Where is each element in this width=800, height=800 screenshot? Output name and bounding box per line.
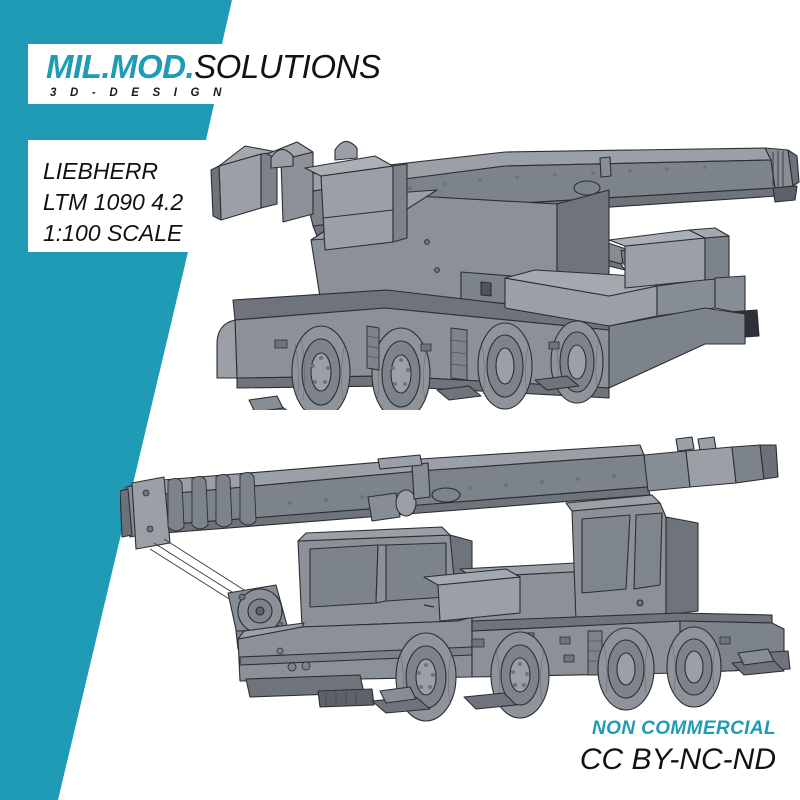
model-render-side-view [120,436,791,722]
logo-wordmark: MIL.MOD.SOLUTIONS [46,50,448,83]
spec-manufacturer: LIEBHERR [43,158,159,184]
teal-block-top [0,0,232,44]
license-block: NON COMMERCIAL CC BY-NC-ND [580,716,776,778]
model-spec-panel: LIEBHERR LTM 1090 4.2 1:100 SCALE [28,146,218,252]
model-render-rear-three-quarter [210,140,800,410]
license-code: CC BY-NC-ND [579,743,776,776]
logo-tagline: 3 D - D E S I G N [50,86,227,99]
teal-band-middle [0,104,214,140]
logo-wordmark-primary: MIL.MOD. [46,47,195,85]
teal-column-spec [0,140,28,252]
spec-model: LTM 1090 4.2 [43,189,184,215]
license-usage: NON COMMERCIAL [592,718,776,739]
teal-column-left [0,44,28,104]
brand-logo: MIL.MOD.SOLUTIONS 3 D - D E S I G N [28,44,448,104]
outrigger-pads-bottom [371,648,785,714]
outrigger-pads [248,375,580,410]
logo-wordmark-secondary: SOLUTIONS [194,47,381,85]
spec-scale: 1:100 SCALE [43,220,183,246]
